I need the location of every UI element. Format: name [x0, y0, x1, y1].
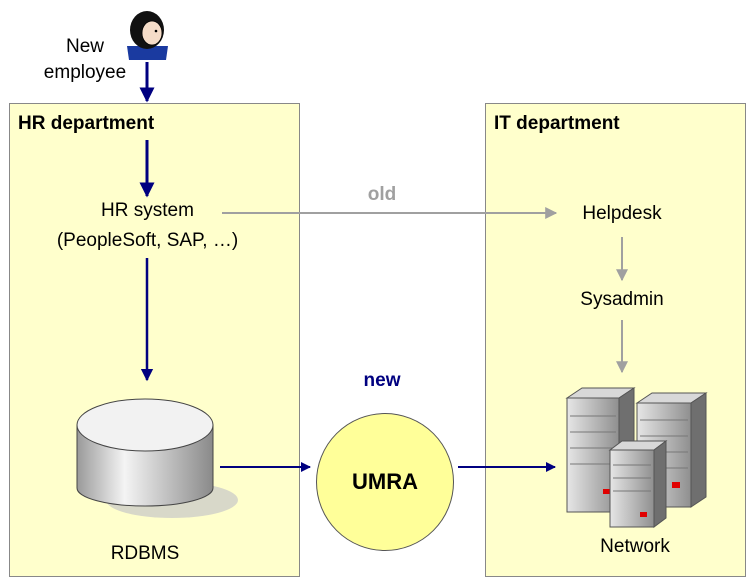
new-employee-label-line2: employee	[43, 62, 127, 83]
helpdesk-label: Helpdesk	[582, 203, 662, 224]
umra-label: UMRA	[352, 469, 418, 494]
network-label: Network	[600, 536, 670, 557]
hr-system-label: HR system	[101, 200, 194, 221]
new-flow-label: new	[363, 370, 401, 391]
umra-node: UMRA	[316, 413, 454, 551]
hr-system-products-label: (PeopleSoft, SAP, …)	[56, 230, 239, 251]
sysadmin-label: Sysadmin	[580, 289, 664, 310]
servers-icon	[565, 387, 708, 528]
new-employee-label-line1: New	[65, 36, 104, 57]
person-icon	[127, 11, 168, 60]
rdbms-label: RDBMS	[110, 543, 180, 564]
it-department-title: IT department	[494, 113, 620, 134]
old-flow-label: old	[367, 184, 397, 205]
hr-department-title: HR department	[18, 113, 155, 134]
database-icon	[76, 398, 238, 518]
